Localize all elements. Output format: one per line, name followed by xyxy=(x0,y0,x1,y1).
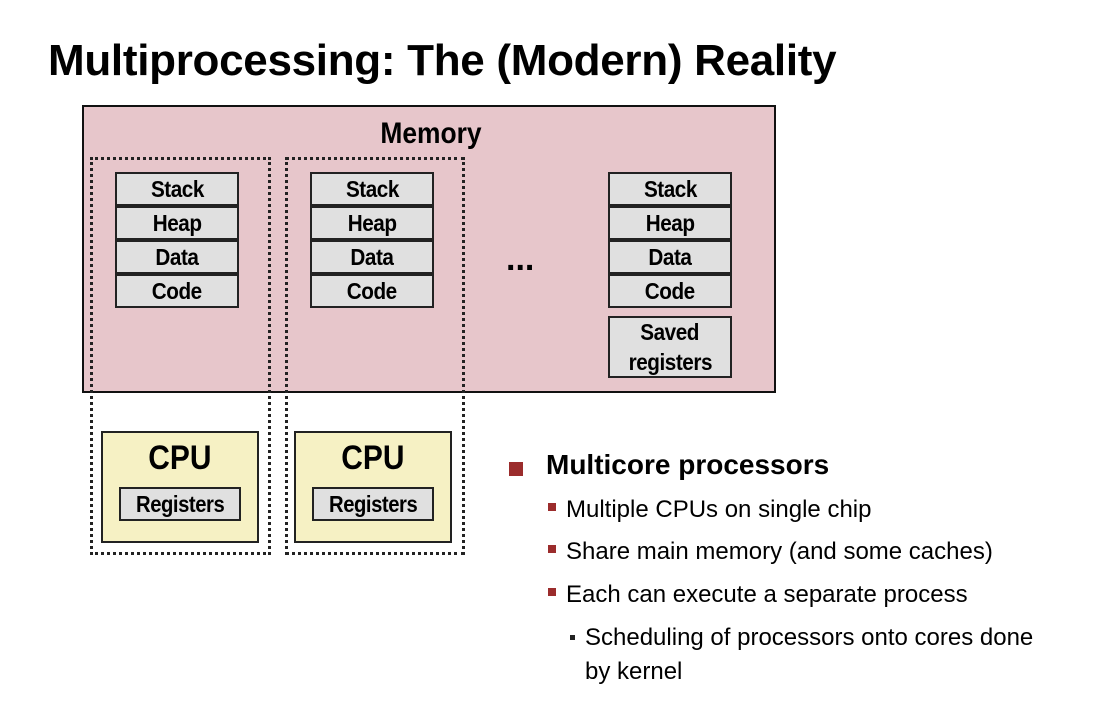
saved-registers: Saved registers xyxy=(608,316,732,378)
segment-code: Code xyxy=(115,274,239,308)
bullet-subsub: Scheduling of processors onto cores done… xyxy=(585,624,1034,685)
segment-heap: Heap xyxy=(310,206,434,240)
page-title: Multiprocessing: The (Modern) Reality xyxy=(48,36,837,85)
registers-box: Registers xyxy=(119,487,241,521)
segment-heap: Heap xyxy=(115,206,239,240)
segment-code: Code xyxy=(310,274,434,308)
core-2-outline xyxy=(285,157,465,555)
bullet-main: Multicore processors xyxy=(546,449,830,480)
bullet-dot-icon xyxy=(570,635,575,640)
process-2-segments: Stack Heap Data Code xyxy=(310,172,434,308)
segment-stack: Stack xyxy=(115,172,239,206)
cpu-label: CPU xyxy=(341,439,405,477)
process-1-segments: Stack Heap Data Code xyxy=(115,172,239,308)
bullet-sub-3: Each can execute a separate process xyxy=(566,581,968,608)
process-n-segments: Stack Heap Data Code Saved registers xyxy=(608,172,732,378)
segment-data: Data xyxy=(608,240,732,274)
registers-box: Registers xyxy=(312,487,434,521)
bullet-square-icon xyxy=(548,588,556,596)
bullet-sub-2: Share main memory (and some caches) xyxy=(566,538,993,565)
bullet-square-icon xyxy=(509,462,523,476)
bullet-square-icon xyxy=(548,503,556,511)
core-1-outline xyxy=(90,157,271,555)
cpu-1: CPU Registers xyxy=(101,431,259,543)
bullet-square-icon xyxy=(548,545,556,553)
segment-data: Data xyxy=(115,240,239,274)
segment-data: Data xyxy=(310,240,434,274)
cpu-label: CPU xyxy=(148,439,212,477)
cpu-2: CPU Registers xyxy=(294,431,452,543)
segment-stack: Stack xyxy=(310,172,434,206)
ellipsis: ... xyxy=(506,240,535,278)
memory-label: Memory xyxy=(380,117,482,150)
bullet-sub-1: Multiple CPUs on single chip xyxy=(566,496,872,523)
segment-stack: Stack xyxy=(608,172,732,206)
segment-heap: Heap xyxy=(608,206,732,240)
segment-code: Code xyxy=(608,274,732,308)
